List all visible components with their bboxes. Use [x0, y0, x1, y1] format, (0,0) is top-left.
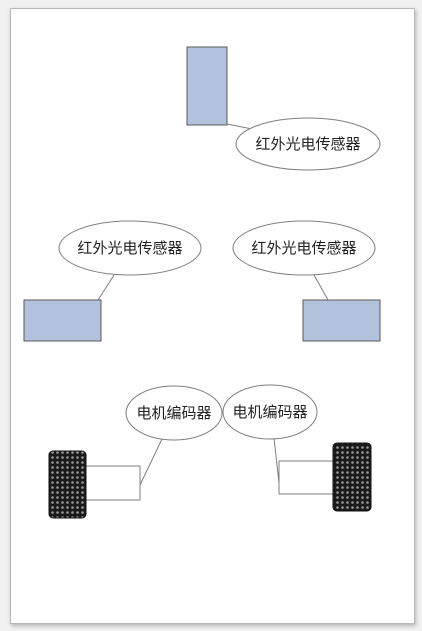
encoder-left-callout	[125, 385, 223, 441]
encoder-left-label: 电机编码器	[136, 404, 211, 422]
encoder-left-bracket	[86, 465, 141, 501]
ir-sensor-right-leader	[313, 274, 329, 301]
encoder-left-leader	[139, 438, 163, 486]
ir-sensor-top-label: 红外光电传感器	[255, 135, 360, 153]
ir-sensor-top-callout	[235, 117, 381, 171]
ir-sensor-left-callout	[58, 220, 202, 276]
ir-sensor-left-leader	[97, 274, 115, 301]
encoder-right-callout	[222, 384, 318, 440]
encoder-right-leader	[273, 437, 280, 484]
ir-sensor-right-callout	[232, 220, 376, 276]
ir-sensor-top	[186, 46, 228, 126]
ir-sensor-right-label: 红外光电传感器	[251, 239, 356, 257]
encoder-right-bracket	[278, 460, 333, 495]
ir-sensor-right	[302, 299, 381, 342]
ir-sensor-left-label: 红外光电传感器	[77, 239, 182, 257]
wheel-left	[48, 450, 87, 519]
wheel-right	[332, 442, 372, 512]
encoder-right-label: 电机编码器	[232, 403, 307, 421]
ir-sensor-left	[23, 299, 102, 342]
